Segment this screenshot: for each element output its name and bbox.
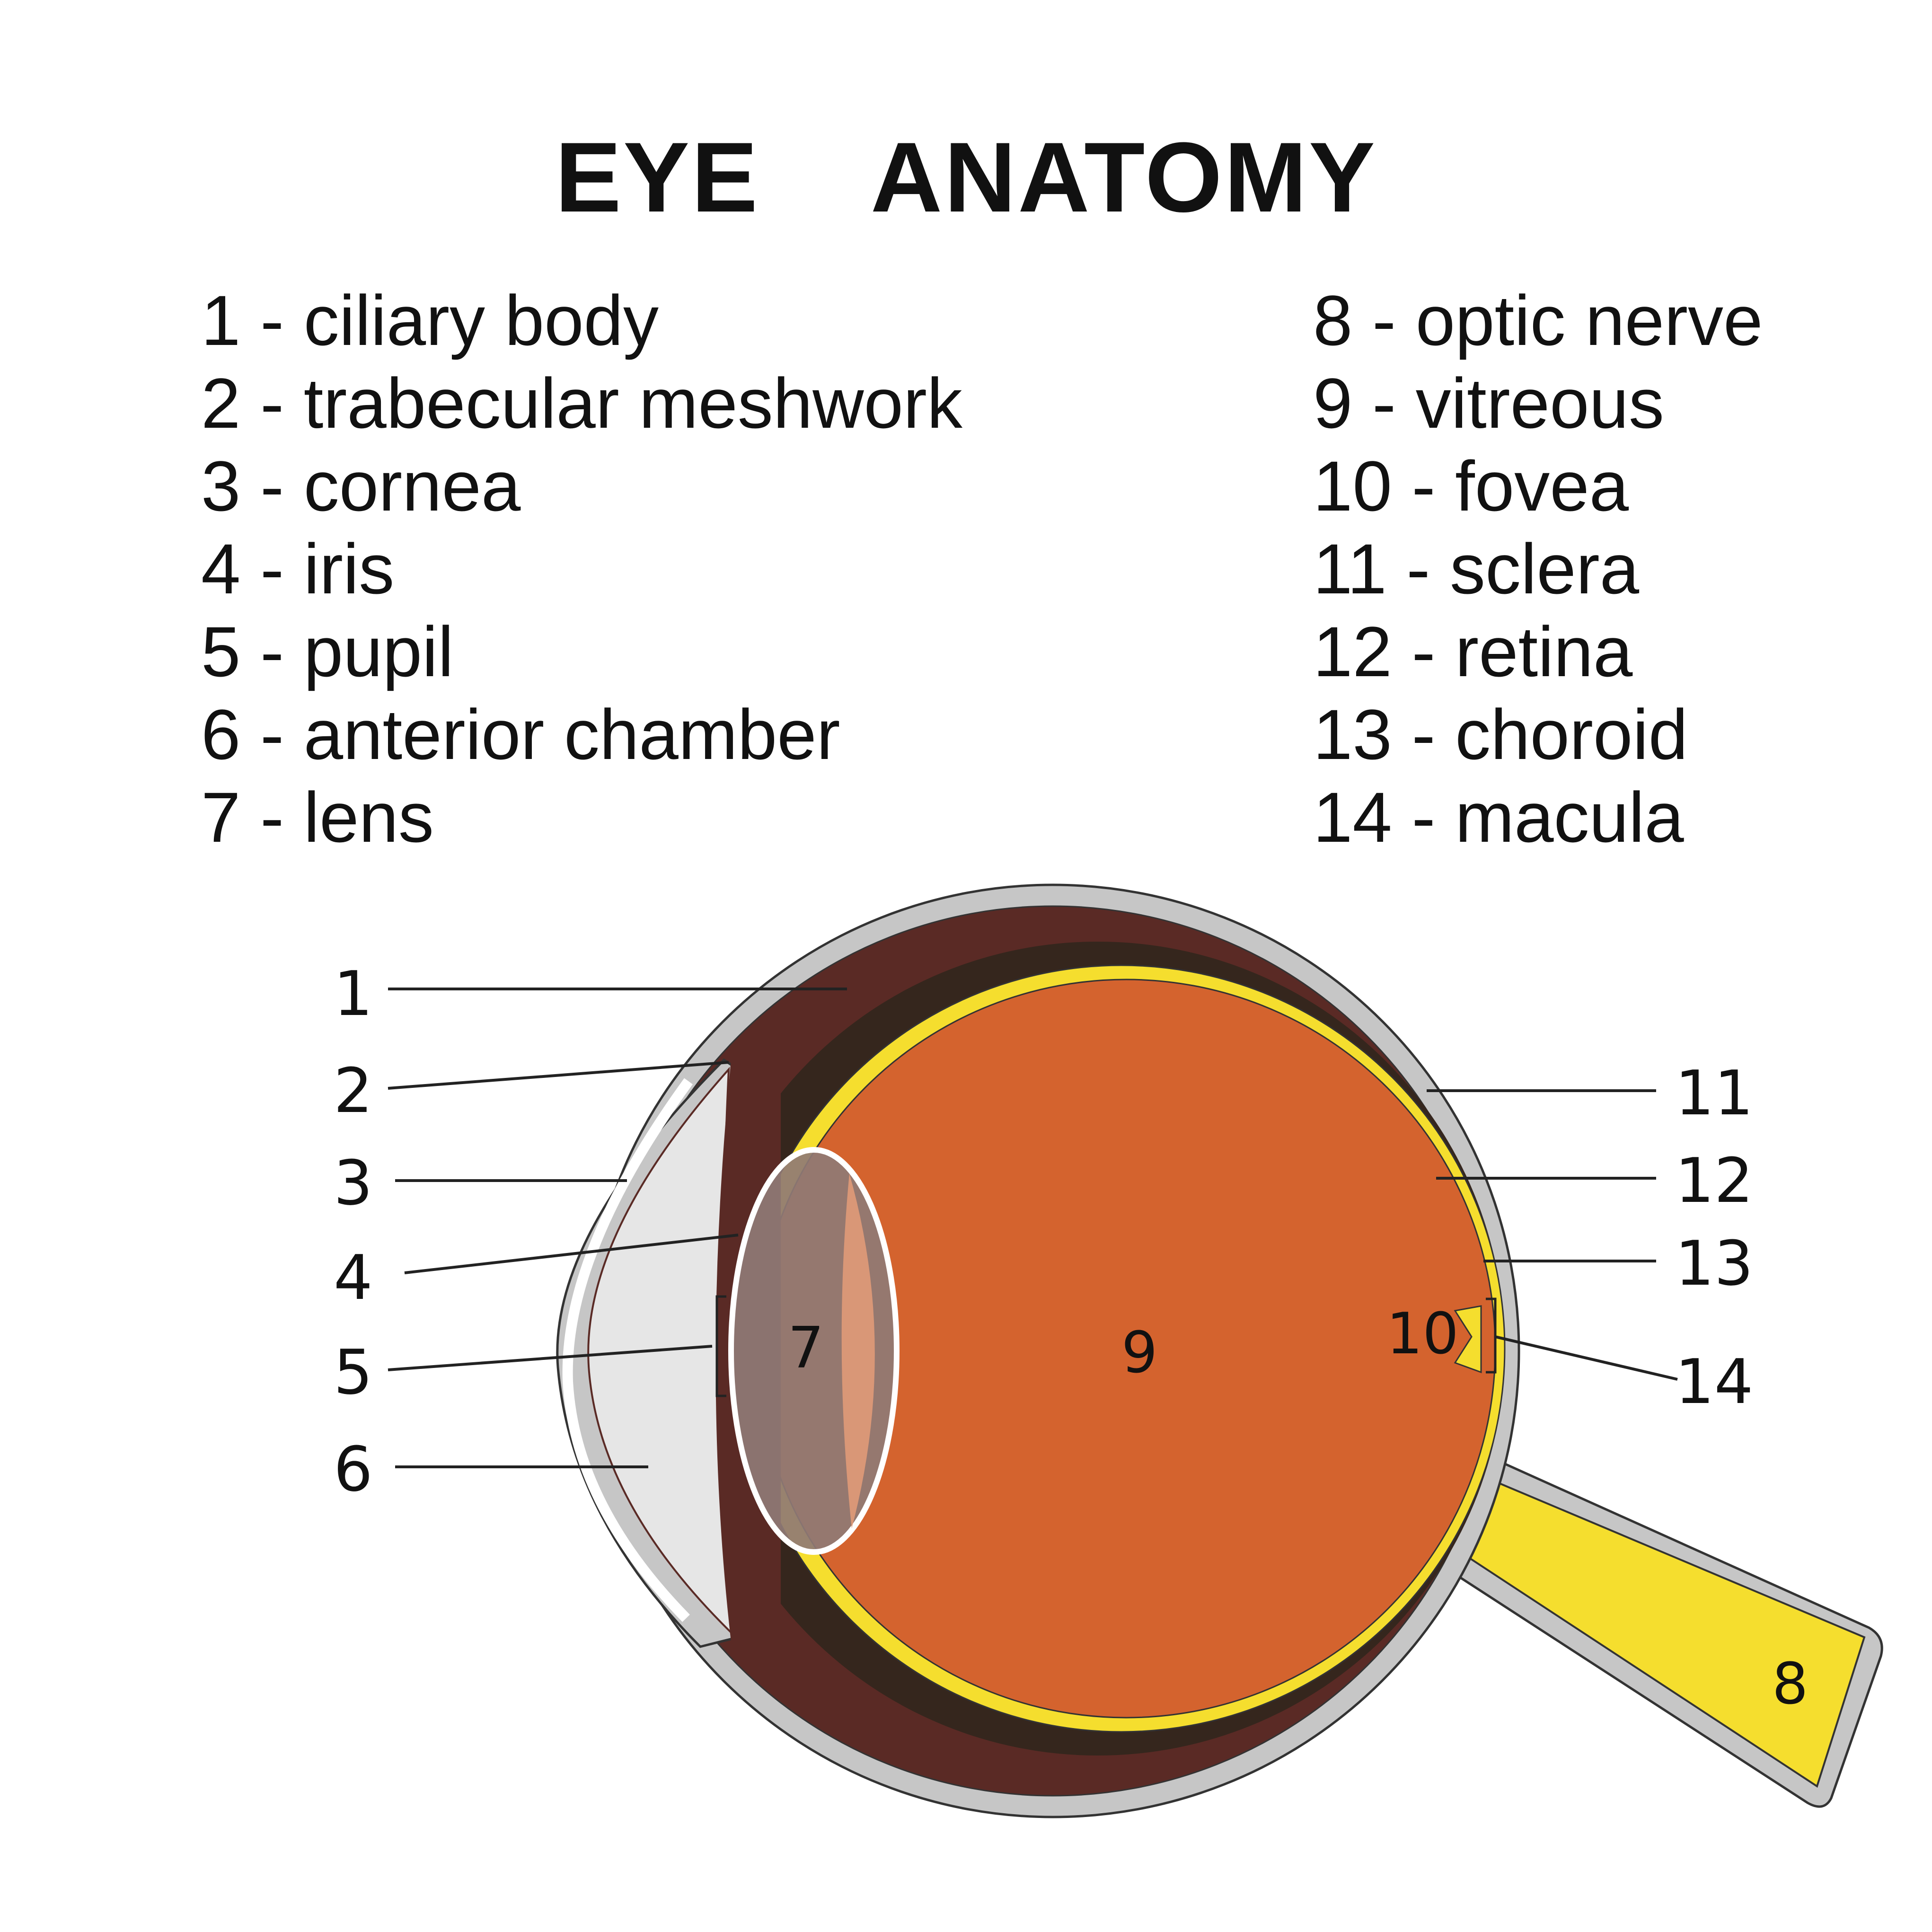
leader-line-2 xyxy=(388,1061,729,1090)
legend-item-pupil: 5 - pupil xyxy=(201,612,454,691)
legend-item-lens: 7 - lens xyxy=(201,777,434,857)
legend-left: 1 - ciliary body 2 - trabecular meshwork… xyxy=(201,279,962,859)
legend-item-sclera: 11 - sclera xyxy=(1313,529,1640,609)
legend-item-fovea: 10 - fovea xyxy=(1313,446,1629,526)
callout-1: 1 xyxy=(334,958,373,1030)
callout-2: 2 xyxy=(334,1055,373,1127)
label-fovea: 10 xyxy=(1386,1301,1459,1367)
legend-item-optic-nerve: 8 - optic nerve xyxy=(1313,281,1763,360)
lens-overlap xyxy=(841,1173,875,1528)
fovea-notch xyxy=(1454,1305,1482,1374)
callout-6: 6 xyxy=(334,1433,373,1505)
page-title: EYE ANATOMY xyxy=(555,122,1377,233)
callout-14: 14 xyxy=(1675,1346,1753,1418)
legend-item-trabecular-meshwork: 2 - trabecular meshwork xyxy=(201,363,962,443)
callout-5: 5 xyxy=(334,1336,373,1408)
callout-11: 11 xyxy=(1675,1057,1753,1129)
label-vitreous: 9 xyxy=(1121,1320,1157,1386)
legend-right: 8 - optic nerve 9 - vitreous 10 - fovea … xyxy=(1313,279,1763,859)
pupil-bracket-left xyxy=(715,1295,726,1397)
callout-3: 3 xyxy=(334,1147,373,1219)
legend-item-macula: 14 - macula xyxy=(1313,777,1684,857)
legend-item-choroid: 13 - choroid xyxy=(1313,695,1688,774)
callout-4: 4 xyxy=(334,1242,373,1314)
legend-item-anterior-chamber: 6 - anterior chamber xyxy=(201,695,840,774)
leader-line-14 xyxy=(1495,1335,1678,1381)
legend-item-iris: 4 - iris xyxy=(201,529,395,609)
legend-item-ciliary-body: 1 - ciliary body xyxy=(201,281,659,360)
legend-item-retina: 12 - retina xyxy=(1313,612,1633,691)
optic-nerve xyxy=(1423,1470,1866,1788)
macula-bracket xyxy=(1486,1297,1497,1374)
legend-item-cornea: 3 - cornea xyxy=(201,446,521,526)
cornea-highlight xyxy=(562,1078,693,1622)
callout-13: 13 xyxy=(1675,1227,1753,1299)
label-lens: 7 xyxy=(788,1315,824,1381)
label-optic-nerve: 8 xyxy=(1772,1651,1808,1717)
leader-line-4 xyxy=(404,1234,739,1274)
callout-12: 12 xyxy=(1675,1145,1753,1217)
leader-line-5 xyxy=(388,1345,713,1371)
legend-item-vitreous: 9 - vitreous xyxy=(1313,363,1664,443)
